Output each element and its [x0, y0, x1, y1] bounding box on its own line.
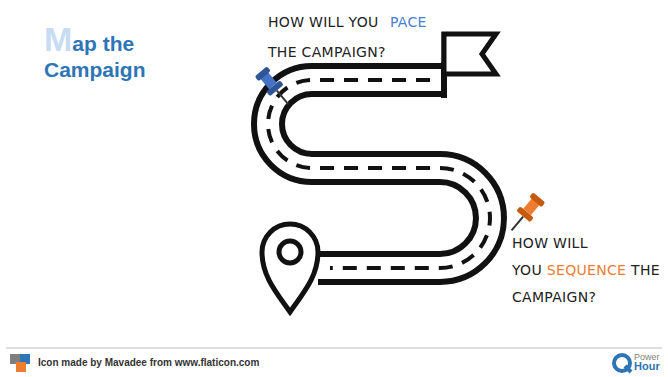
question-keyword: PACE [390, 14, 427, 30]
footer-rule [6, 348, 662, 349]
footer-square [16, 362, 26, 372]
logo-mark [625, 366, 631, 372]
question-text: HOW WILL YOU [268, 14, 379, 30]
flag [444, 34, 496, 74]
sequence-question: HOW WILL YOUSEQUENCETHE CAMPAIGN? [512, 230, 630, 311]
logo-mark [614, 355, 630, 371]
push-pin-blue [254, 66, 295, 111]
question-text: THE CAMPAIGN? [268, 44, 386, 60]
footer-credit: Icon made by Mavadee from www.flaticon.c… [38, 357, 259, 368]
location-pin [262, 224, 318, 312]
question-keyword: SEQUENCE [547, 262, 626, 278]
pin-ring [279, 241, 301, 263]
slide-title: Map the Campaign [44, 26, 162, 83]
logo-text: Hour [634, 361, 660, 371]
push-pin-orange [505, 192, 546, 237]
